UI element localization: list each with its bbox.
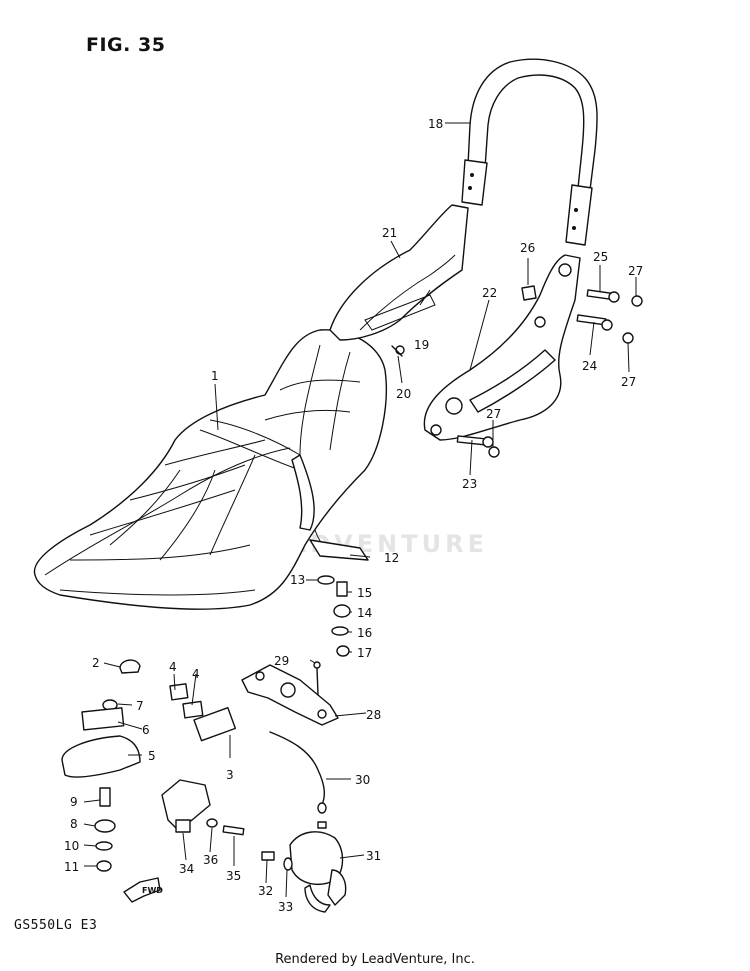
callout-2: 2 — [92, 656, 100, 670]
callout-8: 8 — [70, 817, 78, 831]
callout-7: 7 — [136, 699, 144, 713]
callout-27b: 27 — [621, 375, 636, 389]
fwd-arrow: FWD — [123, 877, 163, 903]
fwd-label: FWD — [142, 886, 163, 895]
callout-23: 23 — [462, 477, 477, 491]
left-bracket — [329, 204, 469, 341]
callout-28: 28 — [366, 708, 381, 722]
callout-27c: 27 — [486, 407, 501, 421]
callout-31: 31 — [366, 849, 381, 863]
callout-14: 14 — [357, 606, 372, 620]
callout-12: 12 — [384, 551, 399, 565]
callout-15: 15 — [357, 586, 372, 600]
callout-19: 19 — [414, 338, 429, 352]
callout-36: 36 — [203, 853, 218, 867]
callout-29: 29 — [274, 654, 289, 668]
callout-3: 3 — [226, 768, 234, 782]
model-code: GS550LG E3 — [14, 918, 98, 933]
footer-credit: Rendered by LeadVenture, Inc. — [275, 952, 475, 967]
callout-21: 21 — [382, 226, 397, 240]
callout-11: 11 — [64, 860, 79, 874]
callout-18: 18 — [428, 117, 443, 131]
seat-hardware — [317, 575, 351, 657]
callout-26: 26 — [520, 241, 535, 255]
callout-9: 9 — [70, 795, 78, 809]
left-hardware — [61, 659, 245, 872]
callout-4a: 4 — [169, 660, 177, 674]
figure-title: FIG. 35 — [86, 34, 166, 56]
callout-labels: 1 2 3 4 4 5 6 7 8 9 10 11 12 13 14 15 16… — [64, 117, 643, 914]
callout-25: 25 — [593, 250, 608, 264]
leader-lines — [83, 122, 637, 898]
callout-27a: 27 — [628, 264, 643, 278]
right-bracket — [423, 254, 581, 441]
callout-13: 13 — [290, 573, 305, 587]
backrest-bar — [461, 58, 598, 246]
callout-33: 33 — [278, 900, 293, 914]
callout-32: 32 — [258, 884, 273, 898]
callout-10: 10 — [64, 839, 79, 853]
seat-lock-plate — [241, 661, 339, 726]
callout-5: 5 — [148, 749, 156, 763]
callout-1: 1 — [211, 369, 219, 383]
callout-22: 22 — [482, 286, 497, 300]
callout-17: 17 — [357, 646, 372, 660]
callout-34: 34 — [179, 862, 194, 876]
callout-20: 20 — [396, 387, 411, 401]
callout-24: 24 — [582, 359, 597, 373]
callout-35: 35 — [226, 869, 241, 883]
callout-16: 16 — [357, 626, 372, 640]
seat-lock-cable — [261, 731, 347, 913]
callout-30: 30 — [355, 773, 370, 787]
callout-6: 6 — [142, 723, 150, 737]
callout-4b: 4 — [192, 667, 200, 681]
